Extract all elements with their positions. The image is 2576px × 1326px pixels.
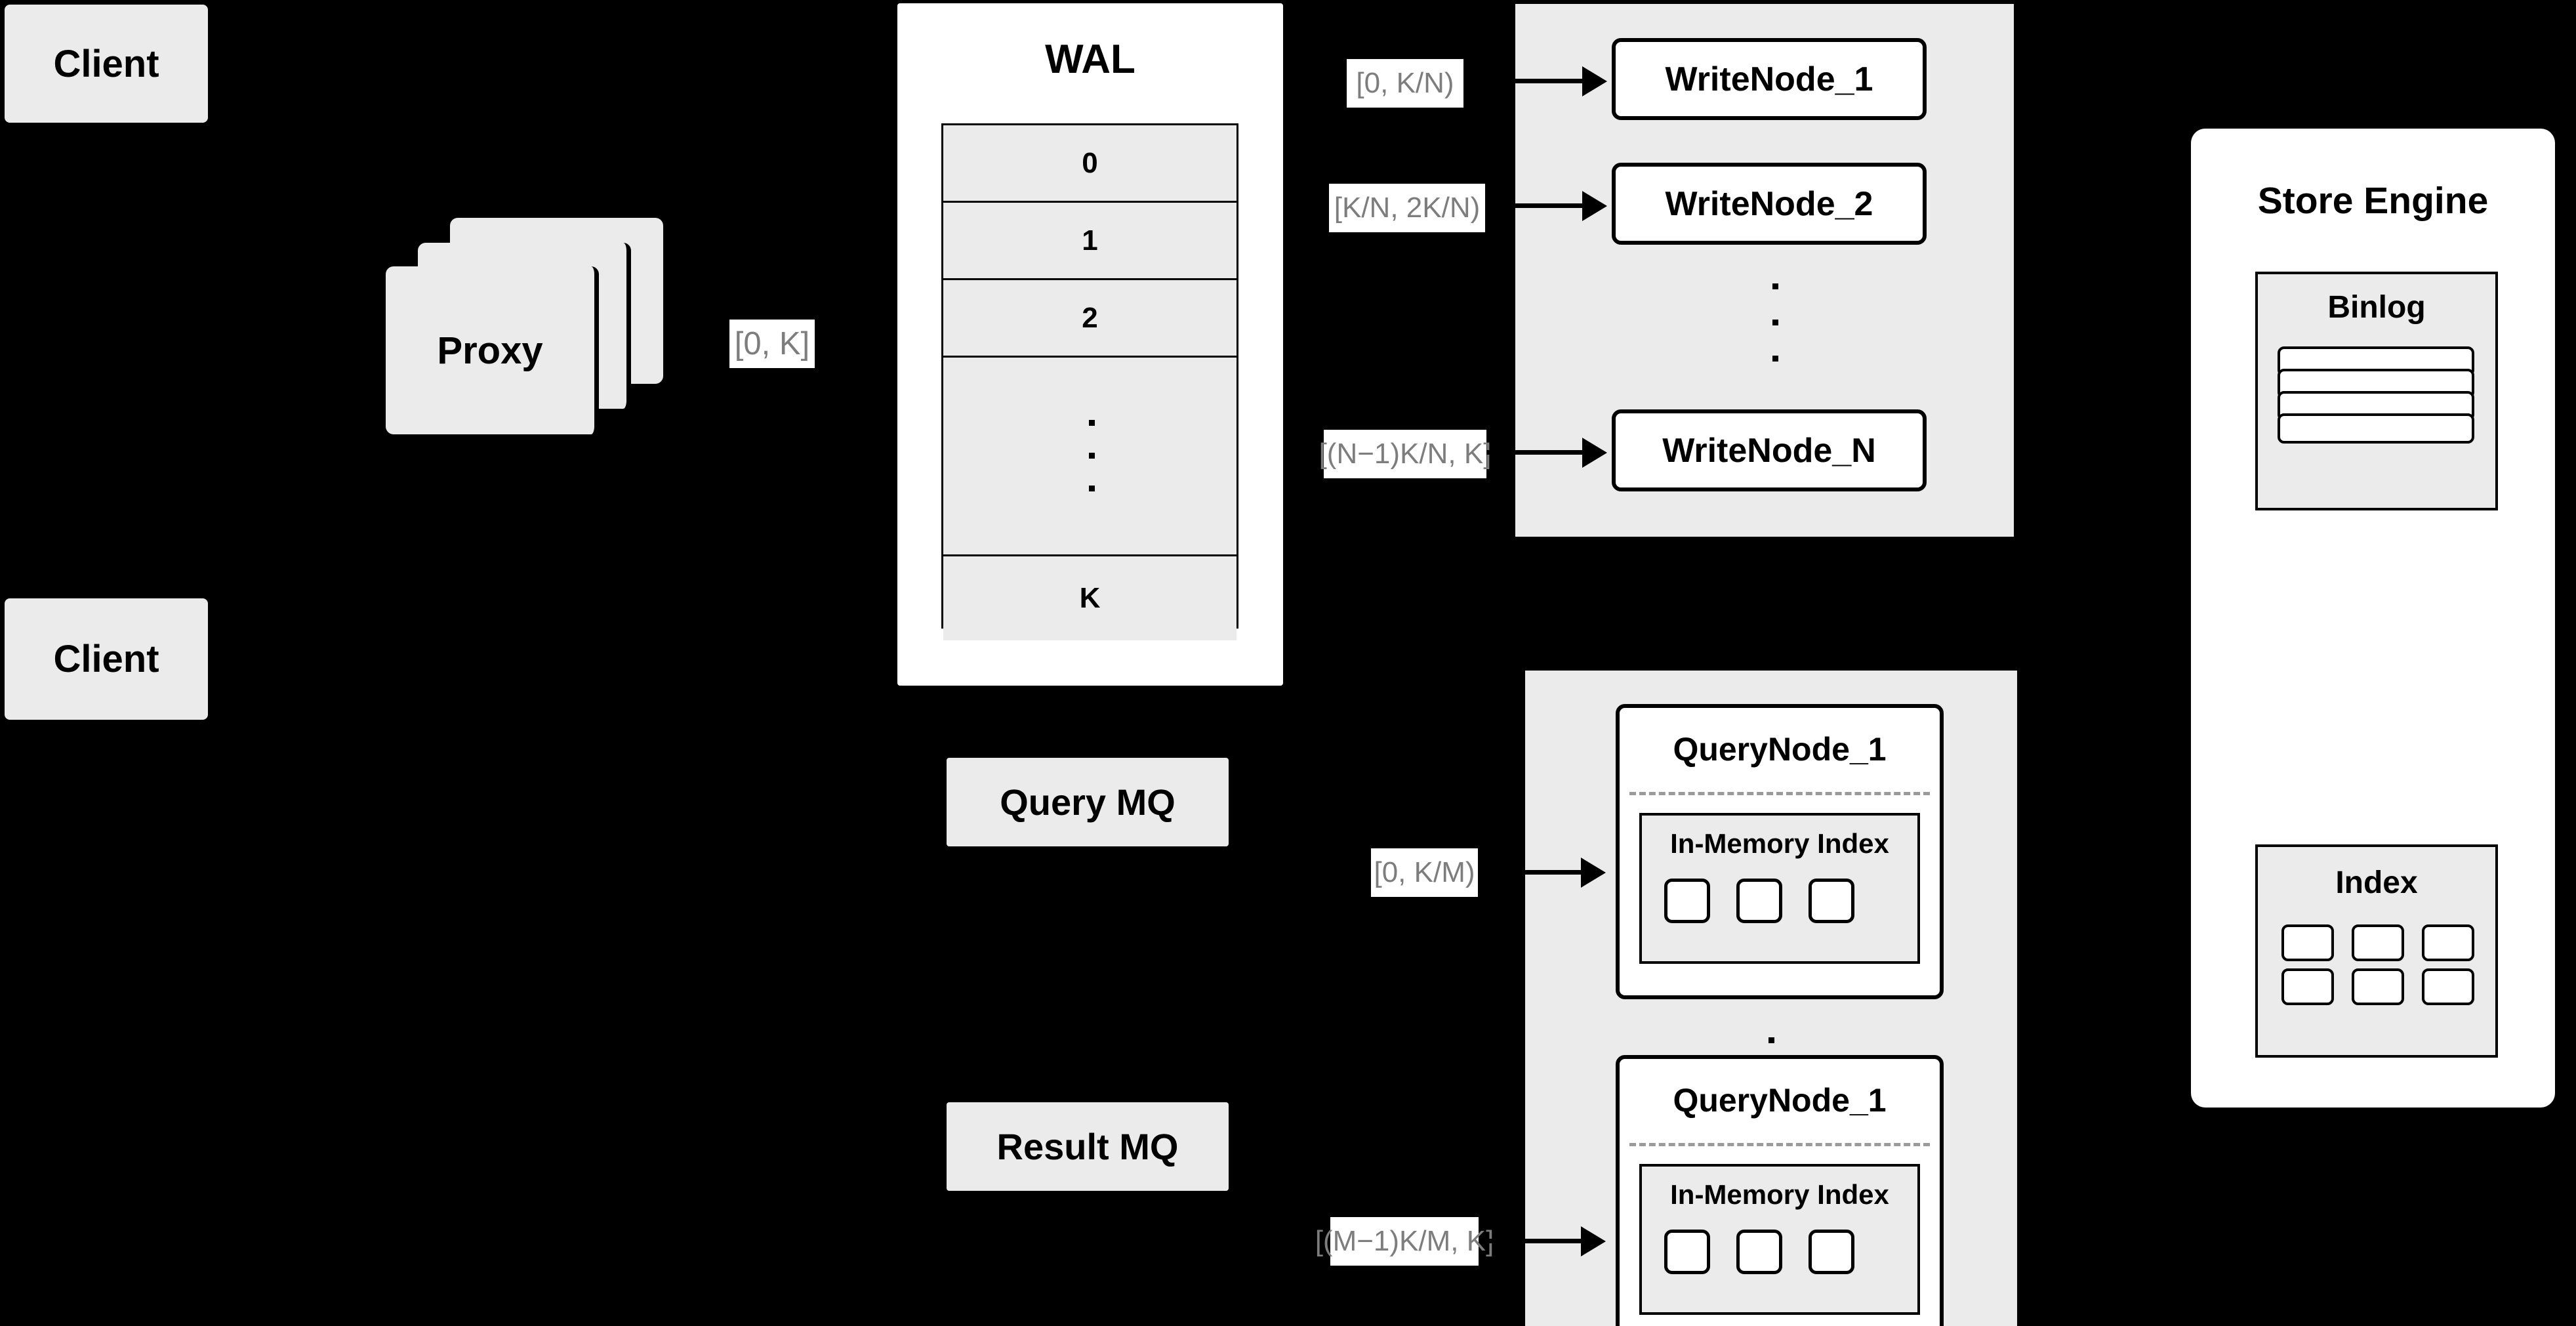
wal-title: WAL	[1045, 36, 1135, 82]
arrow-head-query-node-m	[1581, 1226, 1606, 1256]
query-node-1-title: QueryNode_1	[1673, 731, 1887, 768]
query-node-m-index-chip-1	[1664, 1230, 1710, 1274]
arrow-line-query-node-1	[1481, 870, 1584, 875]
edge-label-write-node-2: [K/N, 2K/N)	[1329, 184, 1485, 232]
edge-label-write-node-n: [(N−1)K/N, K]	[1319, 430, 1491, 478]
wal-panel: WAL 0 1 2 K	[897, 3, 1283, 686]
query-node-1-in-memory-index-panel: In-Memory Index	[1639, 813, 1920, 964]
arrow-line-query-node-m	[1481, 1239, 1584, 1243]
store-engine-title: Store Engine	[2257, 180, 2489, 222]
query-node-m-index-chip-3	[1809, 1230, 1854, 1274]
edge-label-query-node-m: [(M−1)K/M, K]	[1315, 1217, 1494, 1266]
edge-label-write-node-1: [0, K/N)	[1347, 59, 1463, 108]
query-node-1-in-memory-index-title: In-Memory Index	[1670, 828, 1889, 859]
write-cluster-ellipsis-dot-3	[1772, 356, 1778, 362]
query-node-m-in-memory-index-panel: In-Memory Index	[1639, 1164, 1920, 1315]
client-box-1-label: Client	[53, 42, 159, 85]
wal-ellipsis-dot-1	[1089, 420, 1095, 426]
arrow-head-write-node-2	[1582, 191, 1607, 221]
wal-cell-1: 1	[943, 203, 1237, 280]
query-node-1-index-chip-3	[1809, 879, 1854, 923]
write-cluster-ellipsis-dot-1	[1772, 283, 1778, 289]
store-index-chip-r2c2	[2352, 968, 2404, 1005]
write-node-n[interactable]: WriteNode_N	[1612, 409, 1927, 491]
arrow-line-write-node-1	[1486, 79, 1585, 83]
client-box-1[interactable]: Client	[5, 5, 208, 123]
store-index-chip-r1c1	[2281, 924, 2334, 961]
store-index-title: Index	[2335, 865, 2418, 900]
query-node-m-index-chip-2	[1736, 1230, 1782, 1274]
query-node-1[interactable]: QueryNode_1 In-Memory Index	[1616, 704, 1944, 999]
write-node-n-label: WriteNode_N	[1662, 431, 1876, 470]
store-index-chip-r2c1	[2281, 968, 2334, 1005]
client-box-2[interactable]: Client	[5, 598, 208, 720]
wal-table: 0 1 2 K	[941, 123, 1238, 640]
wal-cell-ellipsis	[943, 358, 1237, 556]
store-engine-panel: Store Engine Binlog Index	[2191, 129, 2555, 1108]
wal-cell-k: K	[943, 556, 1237, 640]
query-cluster-ellipsis-dot-1	[1768, 1037, 1774, 1043]
write-node-2[interactable]: WriteNode_2	[1612, 163, 1927, 245]
proxy-box[interactable]: Proxy	[386, 266, 599, 434]
query-node-m-in-memory-index-title: In-Memory Index	[1670, 1179, 1889, 1210]
write-node-1-label: WriteNode_1	[1665, 60, 1873, 98]
wal-ellipsis-dot-2	[1089, 453, 1095, 459]
edge-label-query-node-1: [0, K/M)	[1371, 848, 1478, 897]
query-node-m[interactable]: QueryNode_1 In-Memory Index	[1616, 1055, 1944, 1326]
store-index-chip-r2c3	[2422, 968, 2474, 1005]
query-node-1-separator	[1629, 792, 1930, 795]
write-cluster-ellipsis-dot-2	[1772, 320, 1778, 325]
arrow-head-write-node-n	[1582, 438, 1607, 468]
query-node-1-index-chip-1	[1664, 879, 1710, 923]
write-node-2-label: WriteNode_2	[1665, 184, 1873, 223]
proxy-label: Proxy	[437, 329, 543, 372]
arrow-line-store-index	[2166, 947, 2205, 951]
binlog-bar-4	[2278, 413, 2474, 444]
arrow-head-query-node-1	[1581, 858, 1606, 888]
result-mq-box[interactable]: Result MQ	[947, 1102, 1229, 1191]
arrow-line-write-node-2	[1486, 203, 1585, 208]
client-box-2-label: Client	[53, 638, 159, 680]
query-mq-box[interactable]: Query MQ	[947, 758, 1229, 846]
binlog-title: Binlog	[2327, 289, 2426, 325]
binlog-panel: Binlog	[2255, 272, 2498, 510]
result-mq-label: Result MQ	[996, 1126, 1179, 1167]
arrow-line-store-binlog	[2166, 331, 2205, 335]
edge-label-proxy-to-wal: [0, K]	[729, 320, 815, 368]
wal-ellipsis-dot-3	[1089, 486, 1095, 491]
query-node-m-title: QueryNode_1	[1673, 1082, 1887, 1119]
store-index-panel: Index	[2255, 844, 2498, 1058]
wal-cell-0: 0	[943, 125, 1237, 203]
write-node-1[interactable]: WriteNode_1	[1612, 38, 1927, 120]
query-mq-label: Query MQ	[1000, 781, 1176, 823]
query-node-m-separator	[1629, 1143, 1930, 1146]
arrow-head-write-node-1	[1582, 66, 1607, 96]
query-node-1-index-chip-2	[1736, 879, 1782, 923]
store-index-chip-r1c2	[2352, 924, 2404, 961]
arrow-line-write-node-n	[1486, 450, 1585, 455]
store-index-chip-r1c3	[2422, 924, 2474, 961]
wal-cell-2: 2	[943, 280, 1237, 358]
